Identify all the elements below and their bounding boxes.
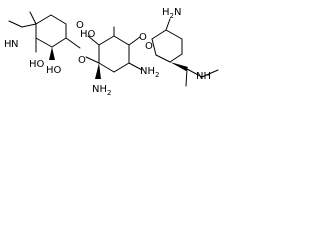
label-nh2-bottom-left: NH2 (92, 84, 111, 97)
label-ring3-o: O (145, 41, 153, 52)
label-oh-center: HO (80, 29, 96, 40)
ring-left (35, 14, 67, 48)
label-oh-ring1-lower: HO (46, 65, 62, 76)
label-ring1-o: O (76, 20, 84, 31)
label-nh2-top-right: H2N (162, 7, 181, 20)
label-nh-left-h: H (4, 39, 12, 50)
ring-left-substituents (8, 11, 81, 60)
label-nh-left-n: N (11, 39, 18, 50)
ring-right-substituents (165, 18, 219, 87)
ring-center (98, 35, 130, 73)
ring-right (151, 29, 183, 63)
ring-center-substituents (85, 26, 143, 79)
atom-labels: H N O HO HO O HO O NH2 NH2 O H2N NH (4, 7, 211, 97)
label-nh2-center-right: NH2 (140, 66, 159, 79)
label-glyco-o-left: O (78, 55, 86, 66)
label-nh-right: NH (196, 71, 211, 82)
label-glyco-o-right: O (139, 32, 147, 43)
molecule-structure: H N O HO HO O HO O NH2 NH2 O H2N NH (4, 7, 219, 97)
label-oh-ring1: HO (29, 59, 45, 70)
